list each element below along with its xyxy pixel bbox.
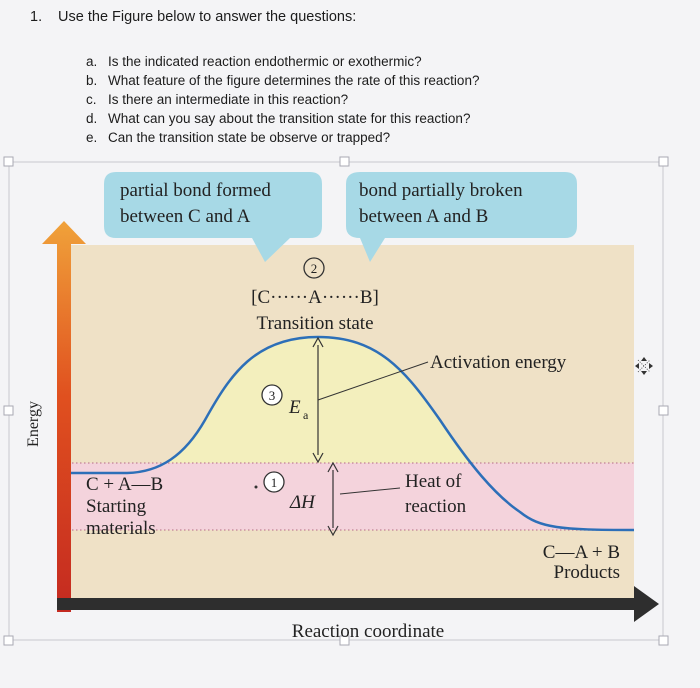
heat-label-line1: Heat of: [405, 471, 462, 492]
x-axis-label: Reaction coordinate: [292, 621, 444, 642]
marker-1-label: 1: [271, 475, 278, 490]
ea-subscript: a: [303, 408, 309, 422]
dot: [254, 485, 258, 489]
heat-label-line2: reaction: [405, 496, 467, 517]
move-cursor-icon: [635, 357, 653, 375]
heat-leader: [339, 487, 401, 495]
transition-state-label: Transition state: [257, 313, 374, 334]
ea-arrow-head-top: [312, 336, 324, 348]
sub-question-list: a.Is the indicated reaction endothermic …: [86, 52, 479, 147]
callout-right-line2: between A and B: [359, 206, 488, 227]
callout-left-line1: partial bond formed: [120, 180, 271, 201]
resize-handle-bl[interactable]: [3, 635, 14, 646]
resize-handle-tl[interactable]: [3, 156, 14, 167]
callout-right: [346, 172, 577, 262]
marker-3-label: 3: [269, 388, 276, 403]
resize-handle-tm[interactable]: [339, 156, 350, 167]
transition-formula: [C······A······B]: [251, 287, 379, 308]
activation-energy-label: Activation energy: [430, 352, 567, 373]
x-axis-arrow: [57, 586, 659, 622]
question-header: 1. Use the Figure below to answer the qu…: [30, 9, 356, 25]
callout-left: [104, 172, 322, 262]
product-formula: C—A + B: [543, 542, 620, 563]
resize-handle-br[interactable]: [658, 635, 669, 646]
activation-leader: [317, 361, 429, 401]
dh-label: ΔH: [289, 492, 316, 513]
dh-arrow-head-bottom: [327, 525, 339, 537]
marker-2-label: 2: [311, 261, 318, 276]
y-axis-label: Energy: [25, 401, 42, 447]
question-text: Use the Figure below to answer the quest…: [58, 9, 357, 25]
callout-right-line1: bond partially broken: [359, 180, 523, 201]
marker-3-circle: [261, 384, 283, 406]
resize-handle-bm[interactable]: [339, 635, 350, 646]
start-label-line1: Starting: [86, 496, 147, 517]
resize-handle-ml[interactable]: [3, 405, 14, 416]
y-axis-arrow: [42, 221, 86, 612]
start-label-line2: materials: [86, 518, 156, 539]
sub-question-a: a.Is the indicated reaction endothermic …: [86, 54, 422, 69]
sub-question-c: c.Is there an intermediate in this react…: [86, 92, 349, 107]
callout-left-line2: between C and A: [120, 206, 251, 227]
resize-handle-mr[interactable]: [658, 405, 669, 416]
resize-handle-tr[interactable]: [658, 156, 669, 167]
sub-question-e: e.Can the transition state be observe or…: [86, 130, 391, 145]
lower-region: [64, 530, 634, 607]
energy-curve: [64, 335, 634, 532]
ea-arrow-head-bottom: [312, 452, 324, 464]
dh-arrow-head-top: [327, 461, 339, 473]
marker-2-circle: [303, 257, 325, 279]
ea-label: E: [288, 397, 301, 418]
question-number: 1.: [30, 9, 43, 25]
sub-question-d: d.What can you say about the transition …: [86, 111, 471, 126]
sub-question-b: b.What feature of the figure determines …: [86, 73, 480, 88]
marker-1-circle: [263, 471, 285, 493]
heat-band: [64, 463, 634, 530]
energy-diagram-figure: partial bond formed between C and A bond…: [0, 140, 700, 683]
product-label: Products: [554, 562, 621, 583]
start-formula: C + A—B: [86, 474, 163, 495]
energy-diagram-svg: partial bond formed between C and A bond…: [3, 156, 669, 646]
selection-frame: [8, 161, 664, 641]
